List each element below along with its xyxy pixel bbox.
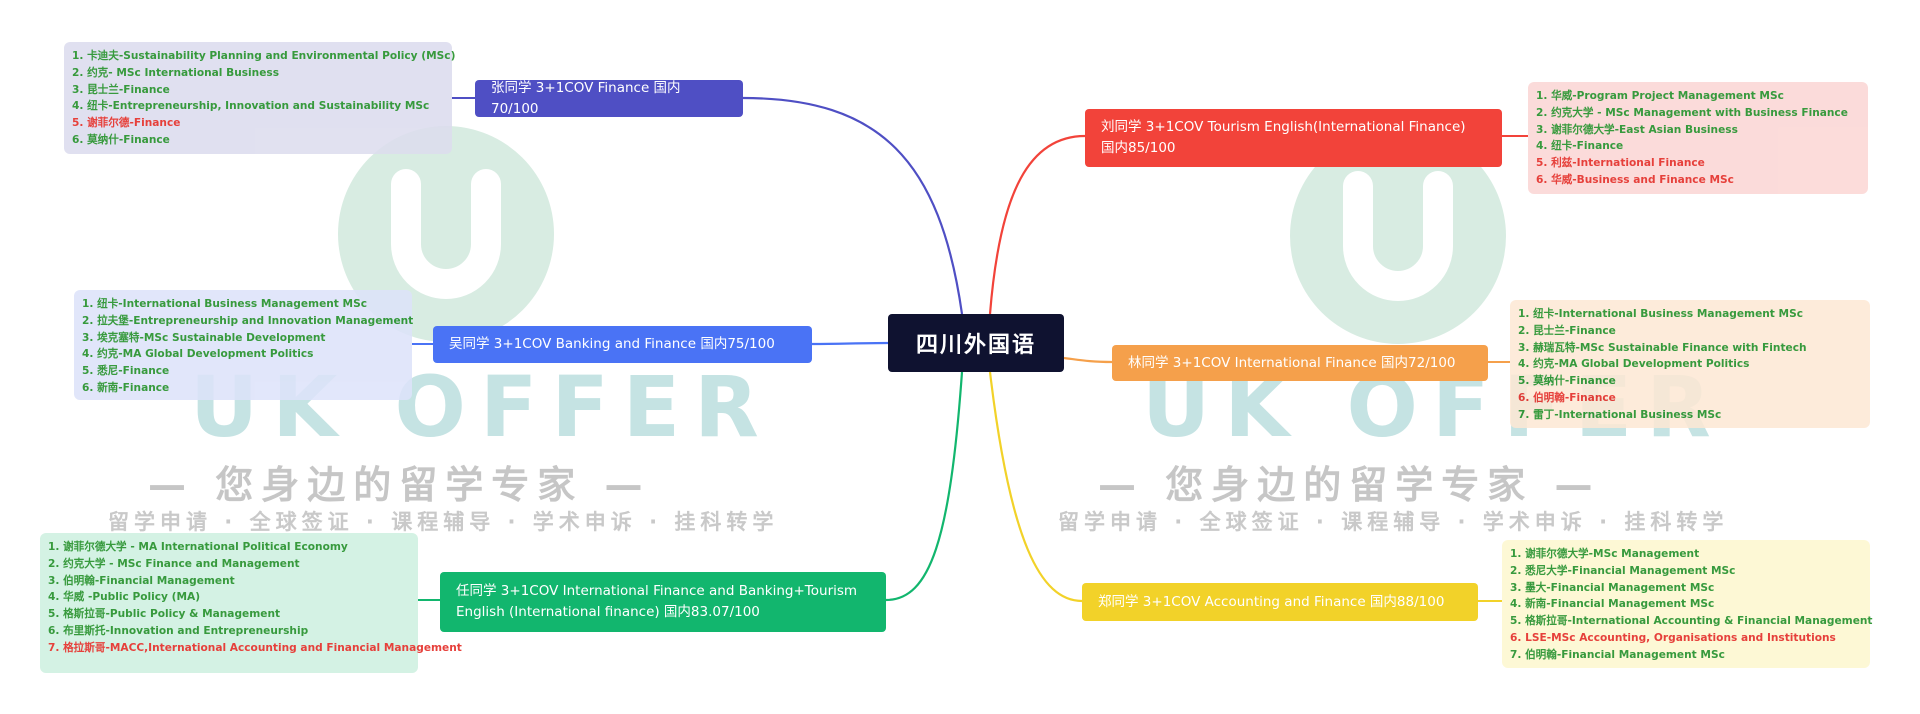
school-item: 1. 卡迪夫-Sustainability Planning and Envir…	[72, 50, 456, 62]
school-item: 2. 约克- MSc International Business	[72, 66, 280, 79]
school-item: 5. 谢菲尔德-Finance	[72, 117, 181, 130]
school-item: 1. 纽卡-International Business Management …	[1518, 308, 1803, 320]
school-item: 4. 纽卡-Entrepreneurship, Innovation and S…	[72, 100, 430, 113]
connector-root-wu	[811, 341, 889, 346]
connector-root-zheng	[988, 371, 1083, 603]
school-list-wu: 1. 纽卡-International Business Management …	[74, 290, 414, 400]
school-item: 6. LSE-MSc Accounting, Organisations and…	[1510, 631, 1836, 644]
branch-node-label: 林同学 3+1COV International Finance 国内72/10…	[1128, 354, 1456, 371]
school-list-zhang: 1. 卡迪夫-Sustainability Planning and Envir…	[64, 42, 456, 154]
branch-node-label: 张同学 3+1COV Finance 国内70/100	[491, 79, 681, 117]
school-item: 2. 约克大学 - MSc Finance and Management	[48, 557, 300, 570]
school-list-lin: 1. 纽卡-International Business Management …	[1510, 300, 1870, 428]
school-item: 3. 昆士兰-Finance	[72, 83, 170, 96]
branch-node-label: 吴同学 3+1COV Banking and Finance 国内75/100	[449, 336, 775, 352]
connector-root-zhang	[742, 96, 964, 315]
branch-node-liu[interactable]: 刘同学 3+1COV Tourism English(International…	[1085, 109, 1502, 167]
school-item: 6. 新南-Finance	[82, 381, 170, 394]
branch-node-zheng[interactable]: 郑同学 3+1COV Accounting and Finance 国内88/1…	[1082, 583, 1478, 621]
root-node-label: 四川外国语	[915, 333, 1036, 358]
school-item: 3. 墨大-Financial Management MSc	[1510, 581, 1715, 594]
school-item: 1. 谢菲尔德大学 - MA International Political E…	[48, 541, 348, 553]
school-item: 1. 谢菲尔德大学-MSc Management	[1510, 548, 1700, 560]
branch-node-label: 刘同学 3+1COV Tourism English(International…	[1101, 119, 1466, 156]
school-item: 3. 谢菲尔德大学-East Asian Business	[1536, 123, 1738, 136]
branch-node-label: 任同学 3+1COV International Finance and Ban…	[456, 583, 858, 620]
school-item: 5. 莫纳什-Finance	[1518, 375, 1616, 388]
school-item: 5. 格斯拉哥-Public Policy & Management	[48, 608, 281, 621]
school-item: 5. 悉尼-Finance	[82, 365, 170, 378]
branch-node-lin[interactable]: 林同学 3+1COV International Finance 国内72/10…	[1112, 345, 1488, 381]
school-item: 4. 纽卡-Finance	[1536, 140, 1624, 153]
school-item: 2. 悉尼大学-Financial Management MSc	[1510, 564, 1736, 577]
school-item: 2. 约克大学 - MSc Management with Business F…	[1536, 106, 1848, 119]
school-list-zheng: 1. 谢菲尔德大学-MSc Management 2. 悉尼大学-Financia…	[1502, 540, 1873, 668]
branch-node-ren[interactable]: 任同学 3+1COV International Finance and Ban…	[440, 572, 886, 632]
school-item: 6. 华威-Business and Finance MSc	[1536, 173, 1734, 186]
school-item: 2. 昆士兰-Finance	[1518, 324, 1616, 337]
school-item: 1. 纽卡-International Business Management …	[82, 298, 367, 310]
connector-root-lin	[1063, 356, 1113, 364]
school-item: 1. 华威-Program Project Management MSc	[1536, 90, 1784, 102]
school-item: 7. 格拉斯哥-MACC,International Accounting an…	[48, 641, 462, 654]
school-item: 4. 新南-Financial Management MSc	[1510, 598, 1715, 611]
branch-node-wu[interactable]: 吴同学 3+1COV Banking and Finance 国内75/100	[433, 326, 812, 363]
school-item: 6. 伯明翰-Finance	[1518, 391, 1616, 404]
school-item: 3. 伯明翰-Financial Management	[48, 574, 235, 587]
school-item: 4. 约克-MA Global Development Politics	[1518, 358, 1750, 371]
branch-node-zhang[interactable]: 张同学 3+1COV Finance 国内70/100	[475, 80, 743, 117]
connector-root-liu	[988, 134, 1086, 315]
school-item: 7. 雷丁-International Business MSc	[1518, 408, 1722, 421]
connector-root-ren	[885, 371, 964, 602]
root-node[interactable]: 四川外国语	[888, 314, 1064, 372]
school-list-ren: 1. 谢菲尔德大学 - MA International Political E…	[40, 533, 462, 673]
school-item: 6. 布里斯托-Innovation and Entrepreneurship	[48, 624, 309, 637]
school-item: 3. 赫瑞瓦特-MSc Sustainable Finance with Fin…	[1518, 341, 1807, 354]
school-item: 4. 华威 -Public Policy (MA)	[48, 591, 201, 604]
school-item: 7. 伯明翰-Financial Management MSc	[1510, 648, 1725, 661]
school-item: 6. 莫纳什-Finance	[72, 133, 170, 146]
school-item: 5. 格斯拉哥-International Accounting & Finan…	[1510, 615, 1873, 628]
school-item: 4. 约克-MA Global Development Politics	[82, 348, 314, 361]
school-list-liu: 1. 华威-Program Project Management MSc 2. 约…	[1528, 82, 1868, 194]
school-item: 2. 拉夫堡-Entrepreneurship and Innovation M…	[82, 314, 414, 327]
school-item: 3. 埃克塞特-MSc Sustainable Development	[82, 331, 326, 344]
school-item: 5. 利兹-International Finance	[1536, 157, 1705, 170]
branch-node-label: 郑同学 3+1COV Accounting and Finance 国内88/1…	[1098, 593, 1445, 610]
